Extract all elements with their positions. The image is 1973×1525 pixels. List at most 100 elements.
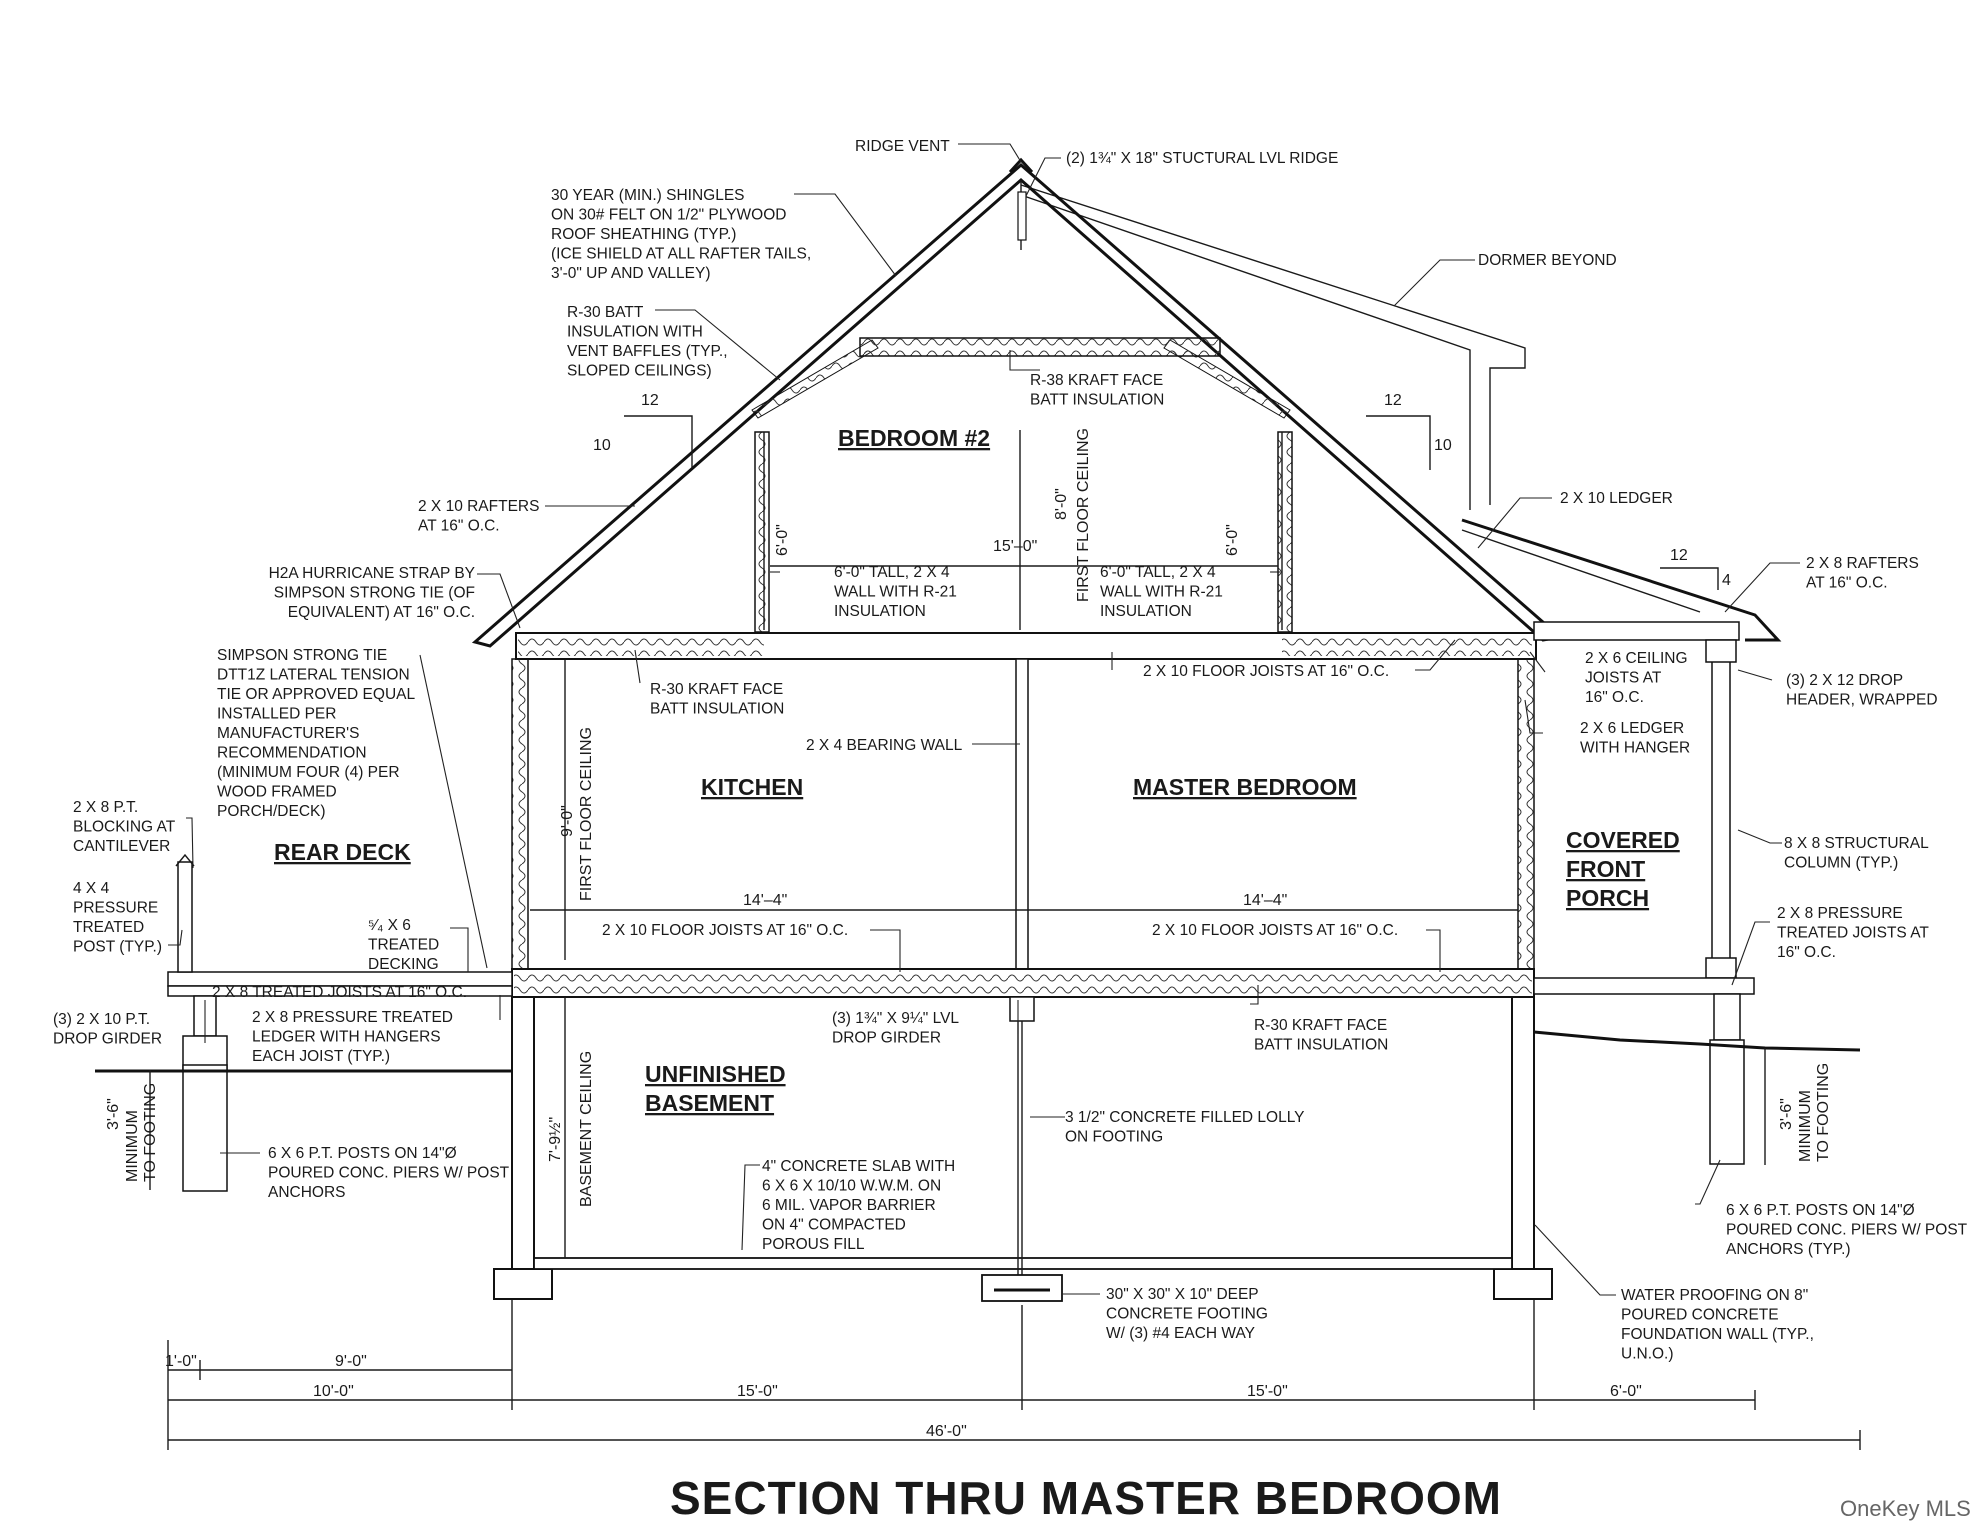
note-lvl-girder: (3) 1¾" X 9¼" LVL DROP GIRDER [832,1010,959,1047]
text-line: DTT1Z LATERAL TENSION [217,667,410,684]
note-ridge-vent: RIDGE VENT [855,138,950,155]
note-hurricane: H2A HURRICANE STRAP BY SIMPSON STRONG TIE… [269,565,475,621]
text-line: INSULATION WITH [567,324,703,341]
dim-footing-left: 3'-6" [105,1098,122,1130]
text-line: (3) 2 X 12 DROP [1786,672,1903,689]
text-line: 6 X 6 P.T. POSTS ON 14"Ø [268,1145,457,1162]
dim-1ft: 1'-0" [165,1353,197,1370]
text-line: 30" X 30" X 10" DEEP [1106,1286,1259,1303]
dim-kitchen-width: 14'–4" [743,892,787,909]
text-line: R-30 KRAFT FACE [1254,1017,1387,1034]
text-line: DROP GIRDER [832,1030,941,1047]
pitch-run-right: 12 [1384,392,1402,409]
label-first-floor-ceiling-upper: FIRST FLOOR CEILING [1075,428,1092,602]
dim-kitchen-height: 9'-0" [559,805,576,837]
note-treated-joists: 2 X 8 TREATED JOISTS AT 16" O.C. [212,984,467,1001]
text-line: W/ (3) #4 EACH WAY [1106,1325,1255,1342]
text-line: 8 X 8 STRUCTURAL [1784,835,1929,852]
dim-basement-height: 7'-9½" [547,1117,564,1162]
pitch-rise-right: 10 [1434,437,1452,454]
text-line: R-38 KRAFT FACE [1030,372,1163,389]
text-line: TREATED [368,937,439,954]
room-labels: BEDROOM #2 KITCHEN MASTER BEDROOM REAR D… [274,425,1680,1116]
text-line: TIE OR APPROVED EQUAL [217,686,415,703]
note-dormer: DORMER BEYOND [1478,252,1617,269]
dim-footing-right: 3'-6" [1778,1098,1795,1130]
text-line: H2A HURRICANE STRAP BY [269,565,475,582]
text-line: EQUIVALENT) AT 16" O.C. [288,604,475,621]
text-line: (3) 2 X 10 P.T. [53,1011,150,1028]
text-line: 2 X 10 RAFTERS [418,498,539,515]
text-line: ON FOOTING [1065,1129,1163,1146]
text-line: WALL WITH R-21 [1100,584,1223,601]
text-line: INSTALLED PER [217,706,336,723]
text-line: (3) 1¾" X 9¼" LVL [832,1010,959,1027]
text-line: LEDGER WITH HANGERS [252,1029,441,1046]
text-line: (ICE SHIELD AT ALL RAFTER TAILS, [551,246,811,263]
text-line: TO FOOTING [142,1083,159,1182]
pitch-run-left: 12 [641,392,659,409]
text-line: 4" CONCRETE SLAB WITH [762,1158,955,1175]
text-line: ROOF SHEATHING (TYP.) [551,226,736,243]
drawing-title: SECTION THRU MASTER BEDROOM [670,1472,1502,1524]
text-line: 6 X 6 P.T. POSTS ON 14"Ø [1726,1202,1915,1219]
text-line: WITH HANGER [1580,740,1690,757]
text-line: FRONT [1566,856,1645,882]
note-footing-right: MINIMUMTO FOOTING [1797,1063,1832,1162]
text-line: 6'-0" TALL, 2 X 4 [834,564,950,581]
text-line: 3 1/2" CONCRETE FILLED LOLLY [1065,1109,1305,1126]
room-rear-deck: REAR DECK [274,839,411,865]
dimension-lines [149,415,1861,1450]
text-line: R-30 BATT [567,304,644,321]
text-line: INSULATION [1100,603,1192,620]
dim-15ft-a: 15'-0" [737,1383,778,1400]
text-line: AT 16" O.C. [418,518,500,535]
room-bedroom-2: BEDROOM #2 [838,425,990,451]
text-line: ⁵⁄₄ X 6 [368,917,411,934]
text-line: VENT BAFFLES (TYP., [567,343,728,360]
note-bearing-wall: 2 X 4 BEARING WALL [806,737,963,754]
note-r30-batt: R-30 BATT INSULATION WITH VENT BAFFLES (TY… [567,304,728,380]
dim-15ft-b: 15'-0" [1247,1383,1288,1400]
structure [95,157,1861,1302]
text-line: COVERED [1566,827,1680,853]
text-line: WATER PROOFING ON 8" [1621,1287,1808,1304]
label-first-floor-ceiling-kitchen: FIRST FLOOR CEILING [578,727,595,901]
text-line: ANCHORS [268,1184,346,1201]
note-rafters-210: 2 X 10 RAFTERS AT 16" O.C. [418,498,539,535]
text-line: TO FOOTING [1815,1063,1832,1162]
dimension-labels: 12 10 12 10 12 4 15'–0" 6'-0" 6'-0" 8'-0… [105,392,1832,1440]
dim-bed-wall-left: 6'-0" [774,524,791,556]
text-line: WOOD FRAMED [217,784,337,801]
text-line: INSULATION [834,603,926,620]
text-line: FOUNDATION WALL (TYP., [1621,1326,1814,1343]
note-floor-joists-left: 2 X 10 FLOOR JOISTS AT 16" O.C. [602,922,848,939]
note-lolly: 3 1/2" CONCRETE FILLED LOLLY ON FOOTING [1065,1109,1305,1146]
text-line: ON 4" COMPACTED [762,1217,906,1234]
text-line: COLUMN (TYP.) [1784,855,1898,872]
dim-bed-wall-right: 6'-0" [1224,524,1241,556]
text-line: MINIMUM [124,1110,141,1182]
text-line: (MINIMUM FOUR (4) PER [217,764,400,781]
text-line: SIMPSON STRONG TIE (OF [274,585,475,602]
text-line: CANTILEVER [73,838,170,855]
text-line: HEADER, WRAPPED [1786,692,1938,709]
text-line: 2 X 6 CEILING [1585,650,1688,667]
text-line: POURED CONC. PIERS W/ POST [1726,1222,1968,1239]
